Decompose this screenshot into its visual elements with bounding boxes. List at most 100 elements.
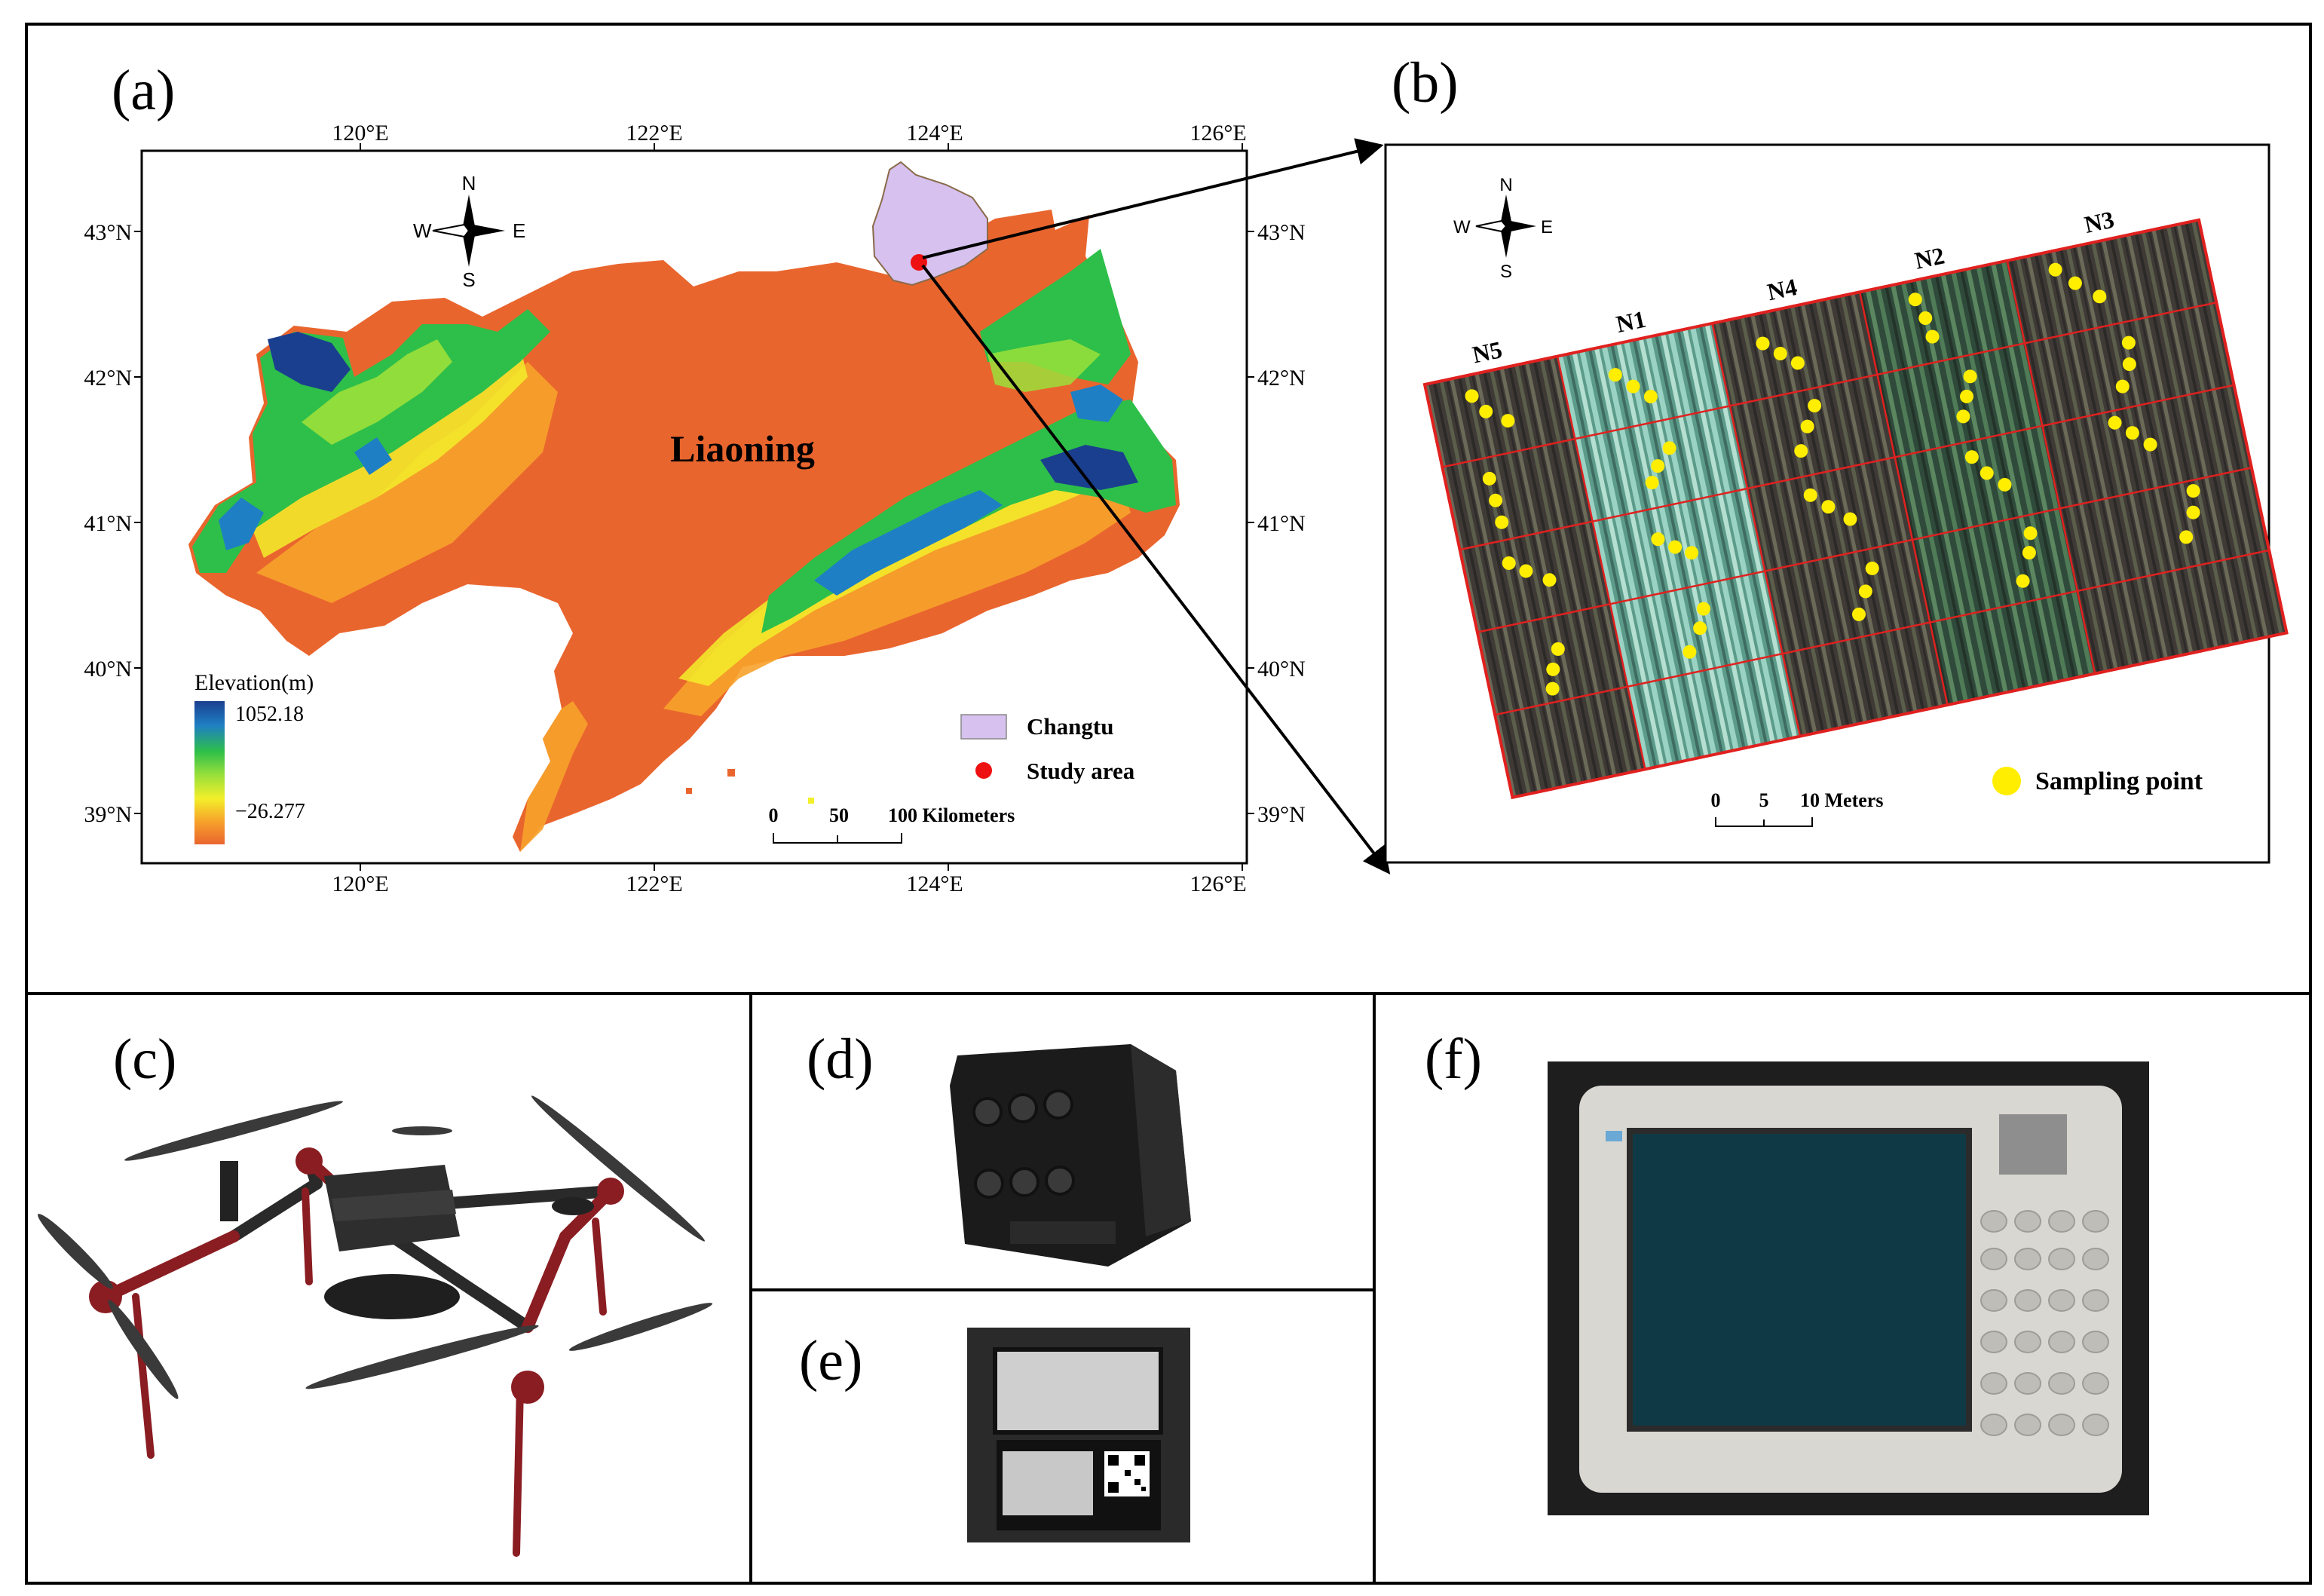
drone-gps-puck [552, 1197, 594, 1215]
compass-b-n: N [1499, 175, 1512, 195]
lon-labels-bottom: 120°E 122°E 124°E 126°E [332, 872, 1246, 896]
panel-label-d: (d) [807, 1028, 874, 1091]
lon-tick-bottom-120: 120°E [332, 872, 388, 896]
map-b-scalebar: 0 5 10 Meters [1711, 789, 1883, 827]
calibration-lid [993, 1347, 1163, 1435]
sampling-legend-label: Sampling point [2035, 767, 2203, 795]
compass-b-e: E [1541, 217, 1553, 237]
lat-tick-right-41: 41°N [1257, 511, 1306, 536]
lat-labels-left: 43°N 42°N 41°N 40°N 39°N [84, 220, 132, 827]
drone-camera [324, 1274, 460, 1319]
camera-side [1131, 1044, 1191, 1236]
calibration-reflectance-panel [1003, 1451, 1093, 1515]
plot-grid [1442, 260, 2270, 770]
map-a-ticks [134, 143, 1254, 871]
compass-a-s: S [462, 268, 475, 291]
panel-label-f: (f) [1425, 1028, 1482, 1091]
elevation-max: 1052.18 [235, 703, 304, 726]
drone-body-panel [332, 1190, 456, 1221]
compass-a-e: E [513, 219, 525, 242]
device-sensor-window [1999, 1114, 2067, 1175]
map-a-legend: Changtu Study area [960, 713, 1135, 784]
elevation-legend: Elevation(m) 1052.18 −26.277 [194, 670, 314, 844]
plot-label-n1: N1 [1614, 305, 1649, 338]
device-screen [1627, 1128, 1972, 1432]
terrain-lightgreen-northeast [987, 339, 1101, 392]
lon-tick-top-124: 124°E [906, 121, 963, 146]
lat-labels-right: 43°N 42°N 41°N 40°N 39°N [1257, 220, 1306, 827]
sampling-points [1465, 262, 2200, 696]
drone-gps-mast [220, 1161, 238, 1221]
figure-frame [25, 23, 2312, 1585]
scalebar-b-line [1715, 817, 1813, 827]
compass-rose-icon [432, 195, 505, 267]
compass-a-w: W [413, 219, 432, 242]
lat-tick-left-42: 42°N [84, 366, 132, 391]
lon-tick-top-120: 120°E [332, 121, 388, 146]
island-1 [727, 769, 735, 777]
compass-b: N S E W [1453, 175, 1553, 282]
terrain-peninsula [520, 701, 588, 852]
map-a: 120°E 122°E 124°E 126°E 120°E 122°E 124°… [84, 121, 1305, 896]
elevation-title: Elevation(m) [194, 670, 314, 695]
lat-tick-left-40: 40°N [84, 657, 132, 682]
scalebar-a-0: 0 [769, 804, 779, 826]
map-b: N S E W N5 N1 [1384, 143, 2289, 864]
terrain-blue-west [219, 498, 264, 550]
compass-rose-icon [1475, 195, 1536, 258]
plot-label-n5: N5 [1470, 335, 1505, 368]
scalebar-a-line [773, 833, 902, 844]
lon-labels-top: 120°E 122°E 124°E 126°E [332, 121, 1246, 146]
elevation-colorbar [194, 701, 225, 844]
drone-propellers [38, 1095, 713, 1399]
plot-label-n3: N3 [2082, 206, 2117, 238]
terrain-blue-east [814, 490, 1003, 596]
study-area-legend-label: Study area [1027, 758, 1135, 784]
changtu-legend-swatch [960, 714, 1007, 740]
qr-code-pattern [1108, 1455, 1146, 1493]
camera-body [950, 1044, 1191, 1267]
compass-a: N S E W [413, 172, 525, 291]
drone-legs [132, 1187, 607, 1557]
drone-image [38, 1095, 713, 1557]
lon-tick-top-122: 122°E [626, 121, 682, 146]
compass-b-s: S [1500, 262, 1512, 282]
multispectral-camera-image [950, 1044, 1191, 1267]
compass-a-n: N [462, 172, 476, 195]
elevation-min: −26.277 [235, 800, 305, 823]
camera-lenses [972, 1089, 1075, 1199]
lat-tick-left-39: 39°N [84, 802, 132, 827]
field-boundary [1422, 218, 2289, 800]
lon-tick-bottom-124: 124°E [906, 872, 963, 896]
elevation-raster [188, 161, 1180, 852]
lat-tick-left-43: 43°N [84, 220, 132, 245]
plot-label-n2: N2 [1912, 241, 1947, 274]
island-2 [808, 798, 814, 804]
scalebar-b-10: 10 Meters [1800, 789, 1883, 811]
terrain-lightgreen-west [302, 339, 452, 445]
panel-label-e: (e) [799, 1329, 862, 1392]
region-label-liaoning: Liaoning [670, 427, 815, 470]
island-3 [686, 788, 692, 794]
calibration-panel-image [967, 1328, 1190, 1542]
scalebar-a-50: 50 [829, 804, 849, 826]
panel-label-a: (a) [112, 59, 175, 122]
plot-label-n4: N4 [1765, 273, 1799, 305]
panel-label-b: (b) [1392, 51, 1459, 115]
lon-tick-bottom-122: 122°E [626, 872, 682, 896]
lat-tick-right-39: 39°N [1257, 802, 1306, 827]
terrain-blue-west-2 [354, 437, 392, 475]
camera-mount [1010, 1221, 1116, 1244]
zoom-arrow-bottom [921, 264, 1391, 875]
device-keypad [1980, 1210, 2109, 1436]
lat-tick-right-43: 43°N [1257, 220, 1306, 245]
compass-b-w: W [1453, 217, 1471, 237]
terrain-blue-northwest [268, 332, 351, 392]
panel-label-c: (c) [113, 1028, 176, 1091]
map-a-scalebar: 0 50 100 Kilometers [769, 804, 1015, 844]
terrain-blue-east-3 [1070, 384, 1123, 422]
field-strip-n2 [1860, 260, 2096, 706]
field-image: N5 N1 N4 N2 N3 [1422, 206, 2289, 800]
study-area-legend-marker [975, 762, 992, 779]
